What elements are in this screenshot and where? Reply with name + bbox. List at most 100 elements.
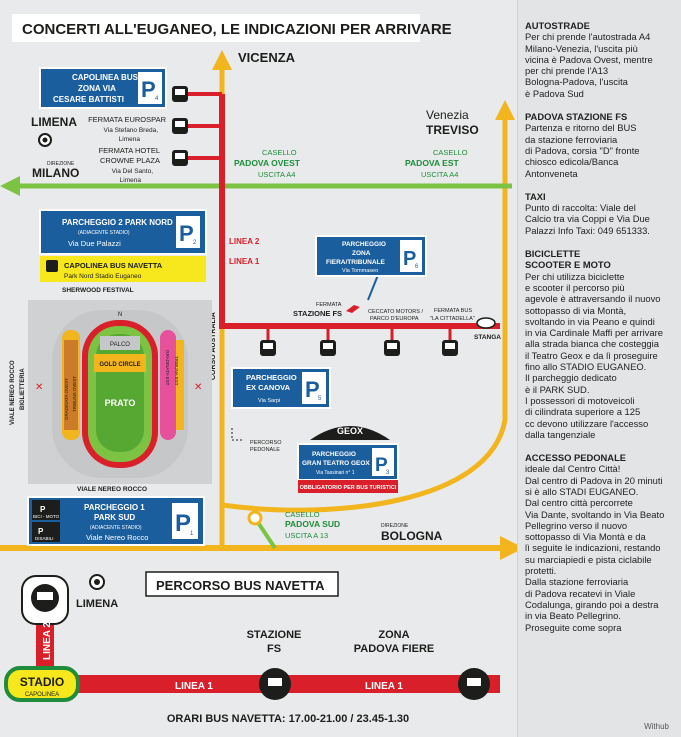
stadium: PALCO GOLD CIRCLE PRATO N GRADINATA OVES… xyxy=(28,300,212,484)
navetta-zona-l2: PADOVA FIERE xyxy=(354,643,434,655)
svg-text:P: P xyxy=(38,527,44,536)
svg-text:PARK SUD: PARK SUD xyxy=(94,513,135,522)
fermata-fs: FERMATA STAZIONE FS xyxy=(293,302,360,318)
navetta-linea-1b: LINEA 1 xyxy=(365,681,403,692)
svg-text:(ADIACENTE STADIO): (ADIACENTE STADIO) xyxy=(78,230,130,236)
svg-text:FERMATA BUS: FERMATA BUS xyxy=(434,308,472,314)
svg-text:P: P xyxy=(175,510,191,537)
stanga-marker xyxy=(476,317,496,329)
navetta-stadio: STADIO xyxy=(20,675,64,689)
svg-text:Via Tassinari n° 1: Via Tassinari n° 1 xyxy=(316,470,355,476)
label-biglietteria: BIGLIETTERIA xyxy=(20,368,26,410)
sidebar-heading: TAXI xyxy=(525,190,546,202)
sidebar-heading: AUTOSTRADE xyxy=(525,20,590,31)
sidebar-text-line: sottopasso di via Montà, xyxy=(525,304,627,316)
sidebar-text-line: fino allo STADIO EUGANEO. xyxy=(525,361,647,373)
sidebar-text-line: agevole è attraversando il nuovo xyxy=(525,293,661,305)
label-corso-australia: CORSO AUSTRALIA xyxy=(210,312,217,380)
parcheggio-3: GEOX PARCHEGGIO GRAN TEATRO GEOX Via Tas… xyxy=(297,426,399,493)
label-sherwood: SHERWOOD FESTIVAL xyxy=(62,287,134,294)
label-vicenza: VICENZA xyxy=(238,50,296,65)
svg-text:USCITA A4: USCITA A4 xyxy=(258,170,295,179)
label-direzione-bologna: DIREZIONE xyxy=(381,523,409,529)
map-canvas: CONCERTI ALL'EUGANEO, LE INDICAZIONI PER… xyxy=(0,14,517,725)
sidebar-text-line: in via Beato Pellegrino. xyxy=(525,610,621,622)
label-milano: MILANO xyxy=(32,166,79,180)
sidebar-text-line: è il PARK SUD. xyxy=(525,383,590,395)
svg-text:GRAN TEATRO GEOX: GRAN TEATRO GEOX xyxy=(302,460,370,467)
svg-text:FERMATA EUROSPAR: FERMATA EUROSPAR xyxy=(88,115,167,124)
sidebar-text-line: in via Cardinale Maffi per arrivare xyxy=(525,327,663,339)
sidebar-text-line: di Padova recatevi in Viale xyxy=(525,587,636,599)
sidebar-text-line: è Padova Sud xyxy=(525,87,584,99)
fermata-ceccato: CECCATO MOTORS / PARCO D'EUROPA xyxy=(368,309,423,322)
svg-text:P: P xyxy=(375,455,388,476)
label-stanga: STANGA xyxy=(474,334,501,341)
svg-text:PARCHEGGIO: PARCHEGGIO xyxy=(312,451,356,458)
svg-text:1: 1 xyxy=(190,531,194,537)
road-ring-east xyxy=(221,100,515,513)
svg-text:PRATO: PRATO xyxy=(105,398,136,408)
parcheggio-1: P BICI - MOTO P DISABILI PARCHEGGIO 1 PA… xyxy=(27,496,205,546)
sidebar-text-line: per chi prende l'A13 xyxy=(525,65,609,77)
sidebar-text-line: Bologna-Padova, l'uscita xyxy=(525,76,628,88)
svg-text:"LA CITTADELLA": "LA CITTADELLA" xyxy=(430,316,475,322)
parcheggio-6: PARCHEGGIO ZONA FIERA/TRIBUNALE Via Tomm… xyxy=(315,235,427,301)
sidebar-text-line: Punto di raccolta: Viale del xyxy=(525,202,636,214)
label-viale-nereo-rocco-side: VIALE NEREO ROCCO xyxy=(10,360,16,425)
sidebar-text-line: svoltando in via Peano e quindi xyxy=(525,315,655,327)
svg-text:PADOVA OVEST: PADOVA OVEST xyxy=(234,158,301,168)
casello-est: CASELLO PADOVA EST USCITA A4 xyxy=(405,148,468,179)
svg-text:PADOVA SUD: PADOVA SUD xyxy=(285,519,340,529)
sidebar-text-line: chiosco edicola/Banca xyxy=(525,156,619,168)
label-direzione-milano: DIREZIONE xyxy=(47,161,75,167)
svg-text:GRADINATA EST: GRADINATA EST xyxy=(165,350,170,386)
credit-label: Withub xyxy=(644,722,669,731)
svg-text:CAPOLINEA BUS NAVETTA: CAPOLINEA BUS NAVETTA xyxy=(64,261,163,270)
svg-text:CESARE BATTISTI: CESARE BATTISTI xyxy=(53,95,124,104)
sidebar-heading-2: SCOOTER E MOTO xyxy=(525,259,611,271)
label-viale-nereo-rocco-bottom: VIALE NEREO ROCCO xyxy=(77,486,147,493)
svg-text:STAZIONE FS: STAZIONE FS xyxy=(293,309,342,318)
svg-text:PARCHEGGIO 1: PARCHEGGIO 1 xyxy=(84,503,145,512)
geox-logo: GEOX xyxy=(337,426,363,436)
map-title: CONCERTI ALL'EUGANEO, LE INDICAZIONI PER… xyxy=(22,21,452,38)
label-percorso-pedonale: PERCORSO PEDONALE xyxy=(250,440,282,453)
svg-text:P: P xyxy=(141,77,156,102)
svg-text:6: 6 xyxy=(415,264,419,270)
title-box xyxy=(12,14,420,42)
svg-text:OBBLIGATORIO PER BUS TURISTICI: OBBLIGATORIO PER BUS TURISTICI xyxy=(300,485,397,491)
svg-text:✕: ✕ xyxy=(194,382,202,393)
sidebar-text-line: Codalunga, girando poi a destra xyxy=(525,598,659,610)
sidebar-text-line: protetti. xyxy=(525,565,557,577)
sidebar-text-line: I possessori di motoveicoli xyxy=(525,394,635,406)
svg-text:PALCO: PALCO xyxy=(110,342,130,348)
svg-text:USCITA A 13: USCITA A 13 xyxy=(285,531,328,540)
sidebar-text-line: Antonveneta xyxy=(525,167,578,179)
parcheggio-5: PARCHEGGIO EX CANOVA Via Sarpi P 5 xyxy=(231,367,331,409)
sidebar-text-line: e scooter il percorso più xyxy=(525,281,625,293)
svg-text:BICI - MOTO: BICI - MOTO xyxy=(33,514,60,519)
sidebar-text-line: il Teatro Geox e da lì proseguire xyxy=(525,349,658,361)
svg-text:PEDONALE: PEDONALE xyxy=(250,447,280,453)
sidebar-text-line: di Padova, corsia "D" fronte xyxy=(525,144,640,156)
sidebar-text-line: Dalla stazione ferroviaria xyxy=(525,576,629,588)
svg-text:Via Del Santo,: Via Del Santo, xyxy=(112,168,154,175)
sidebar-heading: PADOVA STAZIONE FS xyxy=(525,111,628,123)
navetta-capolinea: CAPOLINEA xyxy=(25,692,59,698)
sidebar-text-line: Pellegrino verso il nuovo xyxy=(525,519,628,531)
svg-text:Via Tommaseo: Via Tommaseo xyxy=(342,268,378,274)
sidebar-text-line: dalla tangenziale xyxy=(525,428,596,440)
svg-text:GOLD CIRCLE: GOLD CIRCLE xyxy=(99,362,140,368)
svg-text:Park Nord Stadio Euganeo: Park Nord Stadio Euganeo xyxy=(64,273,142,280)
label-limena: LIMENA xyxy=(31,115,77,129)
svg-text:PADOVA EST: PADOVA EST xyxy=(405,158,459,168)
sidebar-text-line: Per chi utilizza biciclette xyxy=(525,270,625,282)
navetta-linea-1a: LINEA 1 xyxy=(175,681,213,692)
map-area: CONCERTI ALL'EUGANEO, LE INDICAZIONI PER… xyxy=(0,0,517,737)
casello-sud-marker xyxy=(247,510,263,526)
